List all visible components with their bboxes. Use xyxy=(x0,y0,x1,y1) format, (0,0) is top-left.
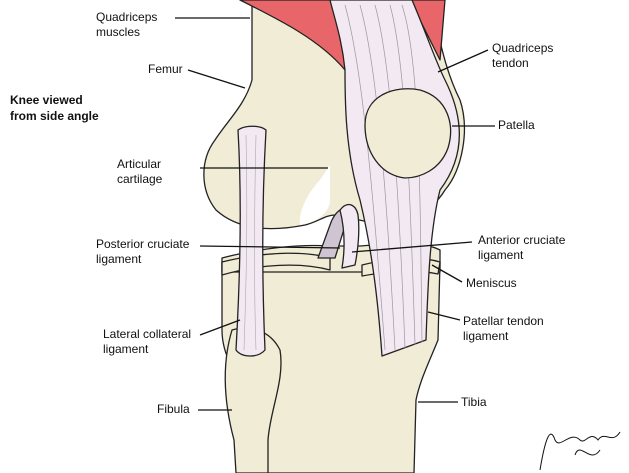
title-line2: from side angle xyxy=(10,109,99,123)
anterior-cruciate-ligament-shape xyxy=(339,203,360,269)
label-fibula: Fibula xyxy=(157,402,190,416)
label-line: Patellar tendon xyxy=(463,314,544,328)
label-line: muscles xyxy=(96,25,141,39)
label-meniscus: Meniscus xyxy=(466,276,517,290)
label-line: Anterior cruciate xyxy=(478,233,566,247)
label-line: cartilage xyxy=(117,172,163,186)
lateral-collateral-ligament-shape xyxy=(235,125,267,357)
label-line: ligament xyxy=(478,248,524,262)
quadriceps-tendon-shape xyxy=(329,0,461,357)
label-line: ligament xyxy=(463,329,509,343)
diagram-title: Knee viewed from side angle xyxy=(10,92,99,124)
intercondylar-notch xyxy=(299,165,330,225)
fibula-shape xyxy=(224,327,282,473)
label-line: Articular xyxy=(117,157,162,171)
label-line: Lateral collateral xyxy=(103,327,192,341)
label-line: ligament xyxy=(103,342,149,356)
label-line: Posterior cruciate xyxy=(96,237,190,251)
label-line: Quadriceps xyxy=(96,10,158,24)
label-line: Quadriceps xyxy=(492,41,554,55)
label-tibia: Tibia xyxy=(461,395,487,409)
patella-shape xyxy=(364,88,452,179)
label-patella: Patella xyxy=(498,118,535,132)
title-line1: Knee viewed xyxy=(10,93,83,107)
artist-signature xyxy=(539,431,621,471)
label-femur: Femur xyxy=(148,62,183,76)
label-line: tendon xyxy=(492,56,529,70)
label-line: ligament xyxy=(96,252,142,266)
leader-lines xyxy=(175,17,495,411)
